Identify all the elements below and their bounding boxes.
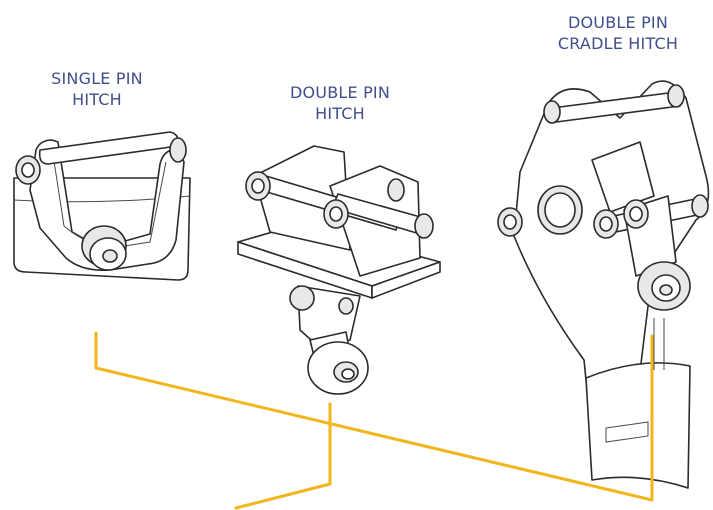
double-pin-hitch-label-line-2: HITCH	[315, 104, 365, 123]
double-pin-cradle-hitch-label-line-2: CRADLE HITCH	[557, 34, 679, 53]
single-pin-hitch-drawing	[13, 131, 191, 281]
double-pin-cradle-hitch-label: DOUBLE PIN CRADLE HITCH	[528, 12, 708, 54]
double-pin-cradle-hitch-drawing	[497, 80, 710, 489]
single-pin-hitch-label-line-2: HITCH	[72, 90, 122, 109]
single-pin-hitch-label: SINGLE PIN HITCH	[22, 68, 172, 110]
double-pin-hitch-label: DOUBLE PIN HITCH	[265, 82, 415, 124]
leader-lines	[94, 331, 654, 510]
single-pin-hitch-label-line-1: SINGLE PIN	[51, 69, 143, 88]
double-pin-hitch-drawing	[237, 145, 441, 395]
leader-line-double-pin	[234, 402, 332, 510]
double-pin-hitch-label-line-1: DOUBLE PIN	[289, 83, 391, 102]
double-pin-cradle-hitch-label-line-1: DOUBLE PIN	[567, 13, 669, 32]
leader-line-single-pin	[94, 331, 654, 502]
